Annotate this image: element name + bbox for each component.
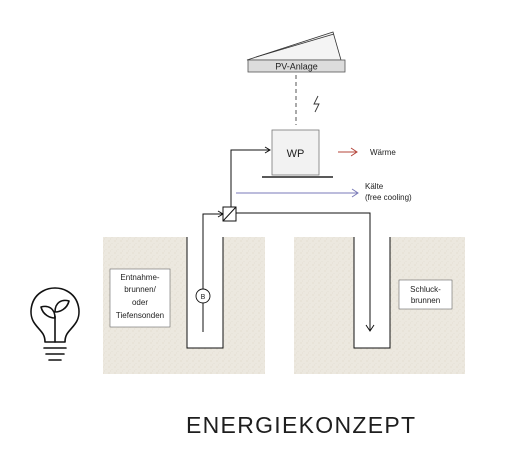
return-well-shaft: [354, 237, 390, 348]
pv-box: [247, 59, 346, 73]
lightning-icon: [313, 95, 320, 113]
heat-pump-box: [271, 129, 320, 176]
return-pipe: [236, 212, 371, 330]
heat-arrow-icon: [338, 147, 358, 157]
pump-label: B: [201, 294, 206, 301]
heat-pump-feed-arrow: [264, 146, 271, 154]
heat-pump-label: WP: [287, 148, 305, 160]
pv-label: PV-Anlage: [275, 62, 318, 72]
supply-well-label-box: [109, 268, 171, 328]
pv-panel-icon: [246, 31, 342, 61]
cooling-arrow-icon: [236, 188, 359, 198]
return-well-label-2: brunnen: [411, 296, 440, 305]
cooling-label-line2: (free cooling): [365, 193, 412, 202]
cooling-label-line1: Kälte: [365, 182, 384, 191]
heat-pump-feed-pipe: [230, 149, 270, 207]
page-title: ENERGIEKONZEPT: [186, 412, 417, 438]
supply-well-label-1: Entnahme-: [120, 273, 159, 282]
supply-well-outline: [186, 237, 224, 349]
return-well-label-1: Schluck-: [410, 285, 441, 294]
return-well-label-box: [398, 279, 453, 310]
lightbulb-plant-icon: [30, 287, 80, 361]
supply-well-label-2: brunnen/: [124, 285, 156, 294]
heat-output-label: Wärme: [370, 148, 396, 157]
return-well-outline: [353, 237, 391, 349]
return-pipe-arrow: [365, 324, 375, 332]
pump-symbol: [195, 288, 211, 304]
heat-exchanger-diagonal: [222, 206, 237, 222]
supply-well-label-4: Tiefensonden: [116, 311, 164, 320]
supply-well-label-3: oder: [132, 298, 148, 307]
